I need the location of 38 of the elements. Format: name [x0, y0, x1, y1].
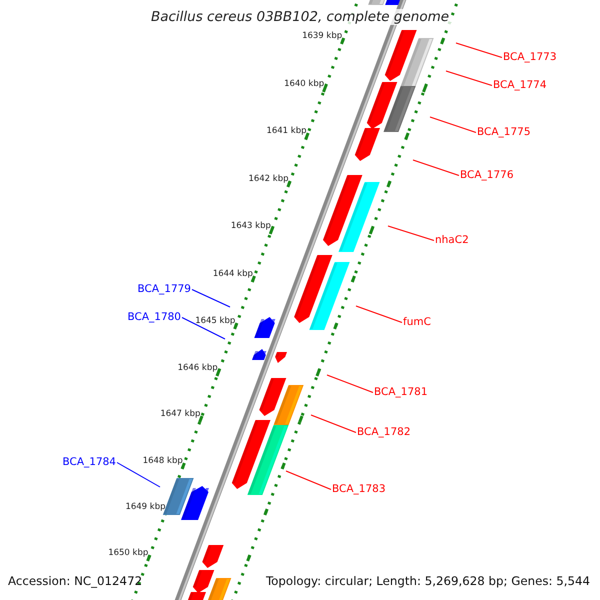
scale-label: 1647 kbp: [160, 409, 200, 420]
leader-line: [286, 470, 332, 490]
leader-line: [116, 462, 160, 488]
gene-label: nhaC2: [435, 234, 469, 247]
leader-line: [412, 160, 460, 176]
leader-line: [446, 70, 492, 86]
leader-line: [310, 414, 356, 433]
leader-line: [326, 374, 374, 393]
accession-text: Accession: NC_012472: [8, 574, 142, 589]
scale-label: 1650 kbp: [108, 548, 148, 559]
scale-label: 1648 kbp: [142, 456, 183, 467]
gene-label: BCA_1776: [460, 169, 514, 182]
scale-label: 1649 kbp: [125, 502, 166, 513]
gene-label: BCA_1773: [503, 51, 557, 64]
gene-label: BCA_1780: [127, 311, 181, 324]
scale-label: 1645 kbp: [195, 316, 236, 327]
scale-label: 1640 kbp: [284, 79, 324, 90]
gene-label: BCA_1775: [477, 126, 531, 139]
leader-line: [356, 306, 402, 323]
gene-label: BCA_1783: [332, 483, 386, 496]
leader-line: [192, 289, 230, 308]
gene-label: BCA_1782: [357, 426, 411, 439]
scale-label: 1644 kbp: [212, 269, 253, 280]
gene-label: BCA_1779: [137, 283, 191, 296]
leader-line: [388, 226, 434, 241]
scale-label: 1641 kbp: [266, 126, 306, 137]
gene-label: BCA_1781: [374, 386, 428, 399]
scale-label: 1646 kbp: [178, 363, 218, 374]
leader-line: [182, 317, 226, 340]
scale-label: 1642 kbp: [248, 174, 288, 185]
gene-label: BCA_1784: [62, 456, 116, 469]
scale-label: 1643 kbp: [230, 221, 271, 232]
leader-line: [456, 42, 502, 58]
scale-label: 1639 kbp: [302, 31, 342, 42]
gene-label: fumC: [403, 316, 431, 329]
gene-label: BCA_1774: [493, 79, 547, 92]
leader-line: [430, 116, 476, 133]
genome-info-text: Topology: circular; Length: 5,269,628 bp; Genes: 5,544: [266, 574, 590, 589]
